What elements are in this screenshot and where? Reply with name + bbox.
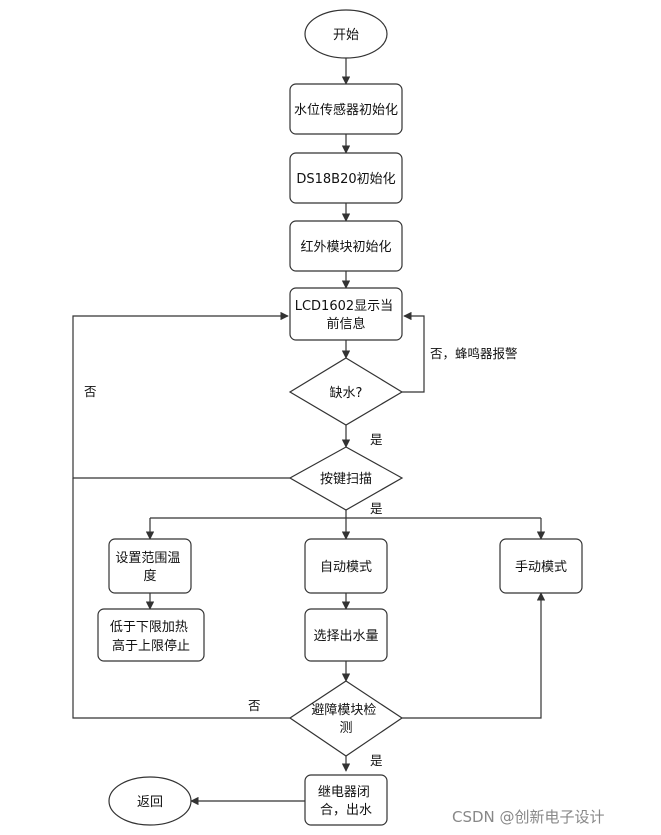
svg-text:设置范围温 度: 设置范围温 度 bbox=[115, 551, 184, 584]
svg-text:LCD1602显示当 前信息: LCD1602显示当 前信息 bbox=[295, 299, 398, 332]
edge-label-yes-obstacle: 是 bbox=[370, 753, 383, 768]
svg-text:红外模块初始化: 红外模块初始化 bbox=[300, 239, 391, 255]
svg-text:开始: 开始 bbox=[333, 28, 359, 43]
node-heat-control: 低于下限加热 高于上限停止 bbox=[97, 608, 205, 662]
edges bbox=[72, 58, 546, 806]
node-start: 开始 bbox=[304, 9, 388, 59]
watermark: CSDN @创新电子设计 bbox=[452, 808, 605, 826]
node-lcd-display: LCD1602显示当 前信息 bbox=[289, 287, 403, 341]
edge-lackwater-no-loop bbox=[402, 311, 425, 393]
node-ir-module-init: 红外模块初始化 bbox=[289, 220, 403, 272]
edge-label-no-left: 否 bbox=[84, 384, 97, 399]
decision-lack-water: 缺水? bbox=[288, 357, 404, 426]
edge-label-yes-lack-water: 是 bbox=[370, 432, 383, 447]
svg-text:低于下限加热 高于上限停止: 低于下限加热 高于上限停止 bbox=[110, 620, 192, 654]
svg-text:自动模式: 自动模式 bbox=[320, 560, 372, 575]
node-set-temp-range: 设置范围温 度 bbox=[108, 538, 192, 594]
edge-obstacle-right-to-manual bbox=[402, 592, 546, 719]
svg-text:手动模式: 手动模式 bbox=[515, 560, 567, 575]
node-manual-mode: 手动模式 bbox=[499, 538, 583, 594]
node-select-water-amount: 选择出水量 bbox=[304, 608, 388, 662]
svg-text:水位传感器初始化: 水位传感器初始化 bbox=[294, 102, 398, 118]
edge-label-no-obstacle: 否 bbox=[248, 698, 261, 713]
decision-key-scan: 按键扫描 bbox=[288, 446, 404, 511]
svg-text:避障模块检 测: 避障模块检 测 bbox=[311, 703, 380, 736]
edge-label-no-buzzer: 否，蜂鸣器报警 bbox=[430, 346, 518, 361]
svg-text:返回: 返回 bbox=[137, 795, 163, 810]
edge-label-yes-key-scan: 是 bbox=[370, 501, 383, 516]
node-return: 返回 bbox=[108, 776, 192, 826]
svg-text:继电器闭 合，出水: 继电器闭 合，出水 bbox=[318, 785, 374, 818]
node-relay-close: 继电器闭 合，出水 bbox=[304, 774, 388, 826]
svg-text:按键扫描: 按键扫描 bbox=[320, 472, 372, 487]
node-ds18b20-init: DS18B20初始化 bbox=[289, 152, 403, 204]
decision-obstacle-detect: 避障模块检 测 bbox=[288, 680, 404, 757]
svg-text:DS18B20初始化: DS18B20初始化 bbox=[296, 172, 395, 187]
svg-text:选择出水量: 选择出水量 bbox=[313, 629, 378, 644]
svg-text:缺水?: 缺水? bbox=[330, 386, 363, 401]
edge-keyscan-left-to-lcd bbox=[72, 311, 290, 479]
node-water-sensor-init: 水位传感器初始化 bbox=[289, 83, 403, 135]
edge-obstacle-no-left bbox=[72, 478, 290, 719]
node-auto-mode: 自动模式 bbox=[304, 538, 388, 594]
